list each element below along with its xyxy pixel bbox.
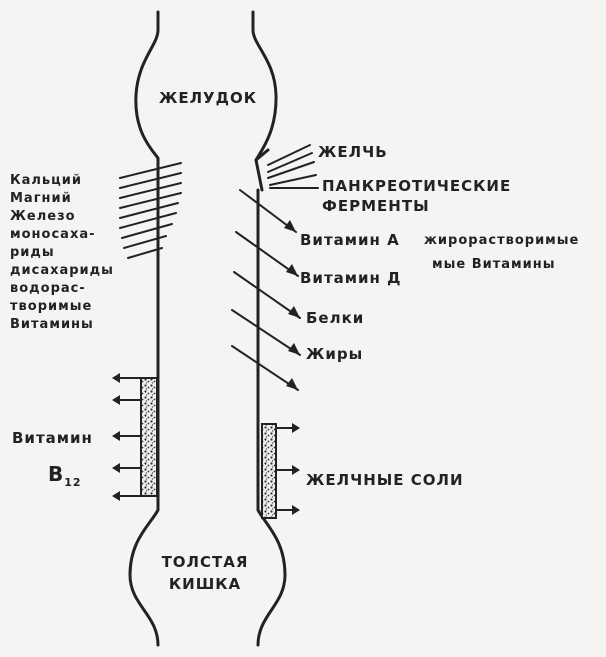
pancreatic-label-line2: ФЕРМЕНТЫ [322,197,430,215]
colon-label-line2: КИШКА [168,575,242,593]
left-absorption-lines [119,162,182,259]
bile-salt-arrows [275,423,300,515]
vitamin-d-label: Витамин Д [300,269,402,287]
left-absorbed-list: Кальций Магний Железо моносаха- риды дис… [10,172,114,334]
list-item: водорас- [10,281,86,296]
fat-soluble-label-line2: мые Витамины [432,257,556,272]
b12-arrows [112,373,142,501]
duodenum-opening [254,158,264,192]
list-item: моносаха- [10,227,96,242]
b12-absorption-zone [140,377,158,497]
list-item: риды [10,245,55,260]
list-item: творимые [10,299,93,314]
vitamin-b12-label: Витамин [12,429,93,447]
pancreatic-label-line1: ПАНКРЕОТИЧЕСКИЕ [322,177,512,195]
list-item: Кальций [10,173,82,188]
bile-salts-label: ЖЕЛЧНЫЕ СОЛИ [306,471,464,489]
b12-letter: В12 [48,464,82,493]
list-item: Железо [10,209,76,224]
stomach-label: ЖЕЛУДОК [158,89,257,107]
tract-left-wall [128,10,160,647]
vitamin-a-label: Витамин А [300,231,400,249]
tract-right-wall [251,10,287,647]
list-item: дисахариды [10,263,114,278]
b12-subscript: 12 [64,476,82,489]
bile-salts-absorption-zone [261,423,277,519]
list-item: Витамины [10,317,94,332]
bile-label: ЖЕЛЧЬ [318,143,388,161]
b12-letter-main: В [48,462,65,486]
fats-label: Жиры [306,345,364,363]
list-item: Магний [10,191,72,206]
bile-lines [267,144,319,189]
fat-soluble-label-line1: жирорастворимые [424,233,580,248]
right-absorption-arrows [231,189,301,391]
colon-label-line1: ТОЛСТАЯ [161,553,249,571]
proteins-label: Белки [306,309,365,327]
